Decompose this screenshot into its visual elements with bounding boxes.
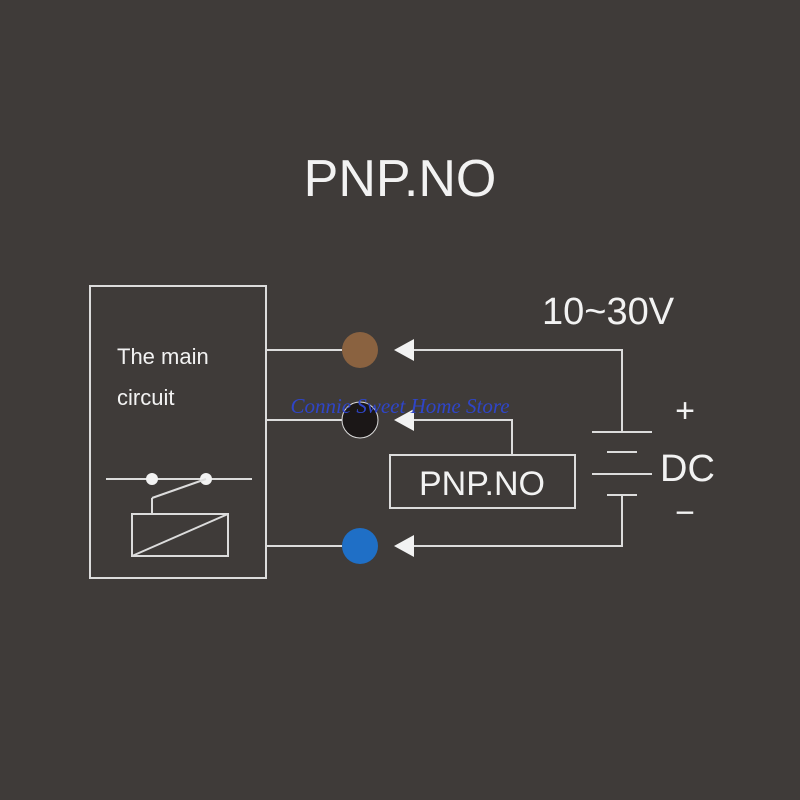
main-circuit-label-line2: circuit <box>117 385 174 410</box>
signal-wire <box>414 419 513 455</box>
main-circuit-box <box>89 285 267 579</box>
terminal-black <box>341 401 379 439</box>
supply-positive-wire <box>414 349 623 432</box>
voltage-label: 10~30V <box>542 291 675 333</box>
arrow-left-icon <box>394 339 414 361</box>
pnp-sensor-box <box>389 454 576 509</box>
diagram-title: PNP.NO <box>304 150 497 208</box>
dc-label: DC <box>660 448 715 490</box>
terminal-brown <box>342 332 378 368</box>
store-watermark: Connie Sweet Home Store <box>290 394 509 418</box>
switch-contact-icon <box>106 473 252 514</box>
relay-coil-icon <box>131 513 229 557</box>
arrow-left-icon <box>394 409 414 431</box>
arrow-left-icon <box>394 535 414 557</box>
pnp-sensor-label: PNP.NO <box>419 465 545 503</box>
terminal-blue <box>342 528 378 564</box>
supply-negative-wire <box>414 495 623 547</box>
main-circuit-label-line1: The main <box>117 344 209 369</box>
dc-minus-sign: − <box>675 494 695 532</box>
battery-icon <box>592 431 652 496</box>
dc-plus-sign: + <box>675 392 695 430</box>
